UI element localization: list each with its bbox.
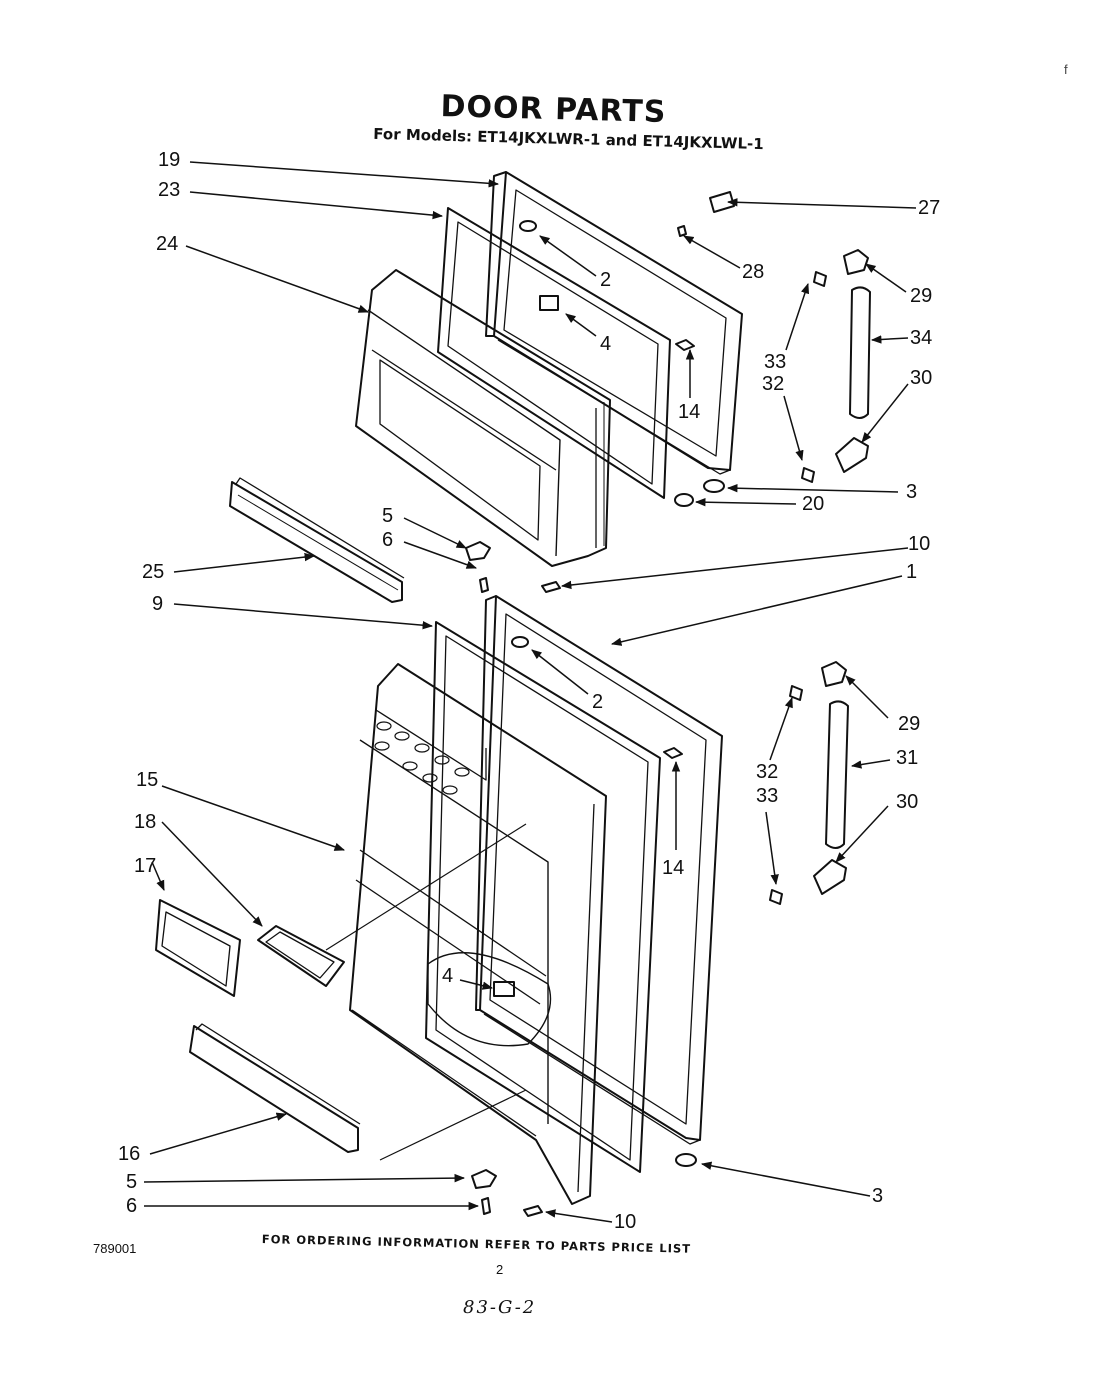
freezer-outer-door-panel: [485, 171, 743, 475]
handle-31: [825, 700, 849, 849]
hinge-5-upper: [465, 541, 491, 561]
callout-23: 23: [158, 179, 181, 201]
door-stop-2-upper: [519, 220, 537, 232]
callout-10-upper: 10: [908, 533, 931, 555]
hinge-5-lower: [471, 1169, 497, 1189]
callout-32-lower: 32: [756, 761, 779, 783]
freezer-door-shelf-bar-25: [229, 477, 405, 603]
callout-33-lower: 33: [756, 785, 779, 807]
spacer-33-lower: [769, 889, 783, 905]
handwritten-code: 83-G-2: [463, 1297, 537, 1318]
callout-5-lower: 5: [126, 1171, 138, 1193]
callout-5-upper: 5: [382, 505, 394, 527]
callout-4-upper: 4: [600, 333, 612, 355]
callout-2-upper: 2: [600, 269, 612, 291]
screw-14-upper: [675, 339, 695, 351]
callout-30-lower: 30: [896, 791, 919, 813]
handle-cap-29-lower: [821, 661, 847, 687]
callout-27: 27: [918, 197, 941, 219]
callout-6-lower: 6: [126, 1195, 138, 1217]
callout-leaders: [143, 161, 917, 1223]
callout-1: 1: [906, 561, 918, 583]
spacer-32-lower: [789, 685, 803, 701]
freezer-inner-liner: [355, 269, 611, 567]
spacer-32-upper: [801, 467, 815, 483]
callout-33-upper: 33: [764, 351, 787, 373]
callout-19: 19: [158, 149, 181, 171]
callout-6-upper: 6: [382, 529, 394, 551]
handle-34: [849, 286, 871, 419]
screw-10-lower: [523, 1205, 543, 1217]
dairy-compartment-area: [427, 952, 552, 1047]
handle-cap-29-upper: [843, 249, 869, 275]
callout-34: 34: [910, 327, 933, 349]
callout-31: 31: [896, 747, 919, 769]
page-number: 2: [496, 1262, 504, 1277]
dairy-door-17: [155, 899, 241, 997]
fresh-food-shelf-bar-16: [189, 1023, 361, 1153]
callout-14-lower: 14: [662, 857, 685, 879]
callout-16: 16: [118, 1143, 141, 1165]
fresh-food-inner-liner: [349, 663, 607, 1205]
freezer-door-gasket: [437, 207, 671, 499]
diagram-number: 789001: [93, 1241, 137, 1256]
screw-10-upper: [541, 581, 561, 593]
handle-cap-30-lower: [813, 859, 847, 895]
fresh-food-door-gasket: [425, 621, 661, 1173]
callout-3-upper: 3: [906, 481, 918, 503]
callout-9: 9: [152, 593, 164, 615]
spacer-33-upper: [813, 271, 827, 287]
hinge-bushing-3-upper: [703, 479, 725, 493]
edge-mark: f: [1064, 62, 1068, 77]
callout-4-lower: 4: [442, 965, 454, 987]
callout-18: 18: [134, 811, 157, 833]
screw-6-lower: [481, 1197, 491, 1215]
hinge-bushing-3-lower: [675, 1153, 697, 1167]
callout-14-upper: 14: [678, 401, 701, 423]
callout-28: 28: [742, 261, 765, 283]
butter-tray-18: [257, 925, 345, 987]
handle-cap-30-upper: [835, 437, 869, 473]
egg-tray-holes: [374, 721, 470, 795]
screw-14-lower: [663, 747, 683, 759]
clip-28: [677, 225, 687, 237]
callout-29-lower: 29: [898, 713, 921, 735]
callout-15: 15: [136, 769, 159, 791]
callout-25: 25: [142, 561, 165, 583]
washer-20: [674, 493, 694, 507]
door-stop-2-lower: [511, 636, 529, 648]
callout-30-upper: 30: [910, 367, 933, 389]
fresh-food-outer-door-panel: [475, 595, 723, 1145]
callout-2-lower: 2: [592, 691, 604, 713]
callout-24: 24: [156, 233, 179, 255]
callout-3-lower: 3: [872, 1185, 884, 1207]
screw-6-upper: [479, 577, 489, 593]
callout-20: 20: [802, 493, 825, 515]
magnet-bracket-4-upper: [539, 295, 559, 311]
callout-29-upper: 29: [910, 285, 933, 307]
magnet-bracket-4-lower: [493, 981, 515, 997]
callout-10-lower: 10: [614, 1211, 637, 1233]
callout-17: 17: [134, 855, 157, 877]
callout-32-upper: 32: [762, 373, 785, 395]
